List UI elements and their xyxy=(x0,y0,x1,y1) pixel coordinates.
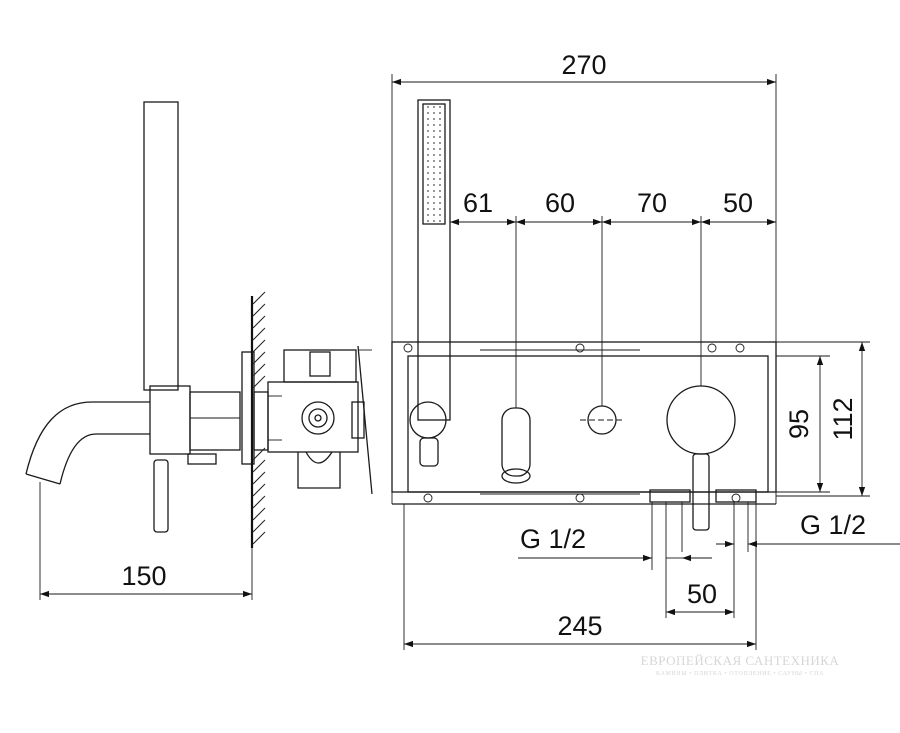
watermark-title: ЕВРОПЕЙСКАЯ САНТЕХНИКА xyxy=(640,653,840,668)
hand-shower-front xyxy=(409,99,451,467)
front-view: 270 61 60 70 50 95 112 G 1/2 xyxy=(391,50,900,650)
thread-label-right: G 1/2 xyxy=(800,510,866,540)
dim-150: 150 xyxy=(121,561,166,591)
concealed-box-side xyxy=(267,345,373,495)
spout-side xyxy=(25,401,150,485)
lever-side xyxy=(153,459,169,533)
dim-95: 95 xyxy=(784,409,814,439)
dim-270: 270 xyxy=(561,50,606,80)
dim-112: 112 xyxy=(828,397,858,440)
side-view: 150 xyxy=(25,101,373,600)
dim-245: 245 xyxy=(557,611,602,641)
dim-50-bottom: 50 xyxy=(687,579,717,609)
dim-70: 70 xyxy=(637,188,667,218)
dim-50-top: 50 xyxy=(723,188,753,218)
watermark-tagline: КАМИНЫ • ПЛИТКА • ОТОПЛЕНИЕ • САУНЫ • СП… xyxy=(656,671,824,677)
outlet-port xyxy=(501,407,531,484)
mixer-handle-front xyxy=(666,385,736,531)
hand-shower-side xyxy=(143,101,179,391)
wall-hatching xyxy=(252,291,266,545)
thread-label-left: G 1/2 xyxy=(520,524,586,554)
dim-60: 60 xyxy=(545,188,575,218)
watermark: ЕВРОПЕЙСКАЯ САНТЕХНИКА КАМИНЫ • ПЛИТКА •… xyxy=(625,653,855,677)
dim-61: 61 xyxy=(463,188,493,218)
mixer-body-side xyxy=(149,385,191,455)
